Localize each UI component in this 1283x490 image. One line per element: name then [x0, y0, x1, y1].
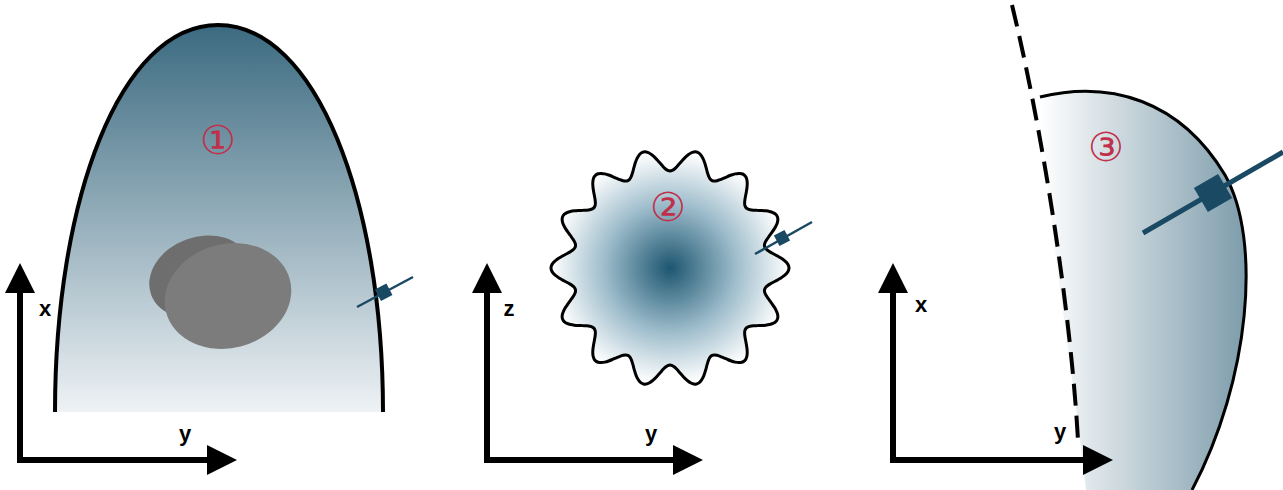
axis-label: y [1052, 421, 1068, 443]
sensor [1194, 174, 1232, 212]
sensor-line [755, 222, 812, 254]
axis [484, 457, 688, 463]
wavy-region [551, 152, 789, 384]
dome-region [55, 25, 383, 412]
dashed-boundary [1012, 5, 1078, 440]
grey-blob [153, 229, 304, 363]
sensor-line [1143, 152, 1283, 233]
axis [890, 278, 896, 460]
axis-label: y [177, 423, 193, 445]
sensor-line [357, 277, 413, 307]
callout-number: ① [200, 120, 236, 160]
axis-label: y [643, 423, 659, 445]
lens-region [1040, 91, 1246, 490]
lens-outline [1040, 91, 1246, 490]
axis [17, 457, 222, 463]
axis [484, 278, 490, 460]
callout-number: ② [650, 187, 686, 227]
axis [890, 457, 1098, 463]
sensor [774, 230, 790, 246]
axis [17, 278, 23, 460]
axis-label: z [502, 298, 517, 320]
axis-label: x [913, 294, 929, 316]
dome-outline [55, 25, 383, 412]
callout-number: ③ [1088, 127, 1124, 167]
sensor [375, 283, 393, 301]
axis-label: x [37, 298, 53, 320]
